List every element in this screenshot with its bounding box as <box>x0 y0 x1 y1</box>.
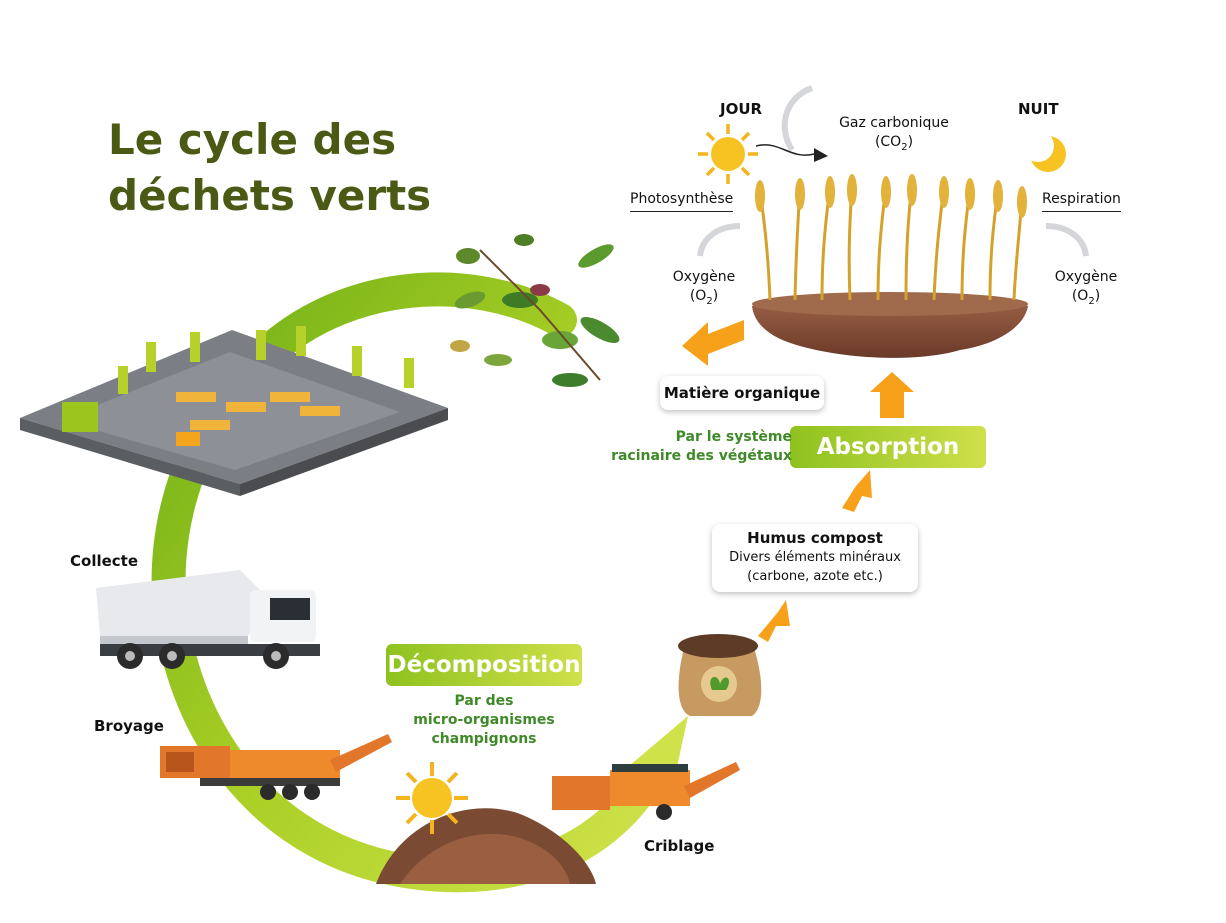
oxygen-left-label: Oxygène (O2) <box>664 268 744 311</box>
decomposition-note-line-2: micro-organismes <box>413 712 555 728</box>
shredder-machine-illustration <box>160 734 392 800</box>
humus-line-2: (carbone, azote etc.) <box>747 569 883 584</box>
humus-compost-box: Humus compost Divers éléments minéraux (… <box>712 524 918 592</box>
gas-exchange-arrows <box>697 85 1089 257</box>
arrow-absorption-to-soil <box>870 372 914 418</box>
oxygen-right-formula: (O2) <box>1071 288 1101 307</box>
decomposition-note: Par des micro-organismes champignons <box>394 692 574 749</box>
compost-sack-illustration <box>678 634 762 716</box>
page-title: Le cycle des déchets verts <box>108 112 431 224</box>
humus-line-1: Divers éléments minéraux <box>729 550 901 565</box>
photosynthesis-label: Photosynthèse <box>630 190 734 212</box>
decomposition-note-line-1: Par des <box>454 693 514 709</box>
green-waste-leaves <box>450 234 620 387</box>
oxygen-right-text: Oxygène <box>1054 269 1118 285</box>
absorption-note-line-1: Par le système <box>675 429 792 445</box>
co2-label: Gaz carbonique (CO2) <box>820 114 968 157</box>
arrow-humus-to-absorption <box>842 470 872 512</box>
broyage-label: Broyage <box>94 717 164 735</box>
humus-title: Humus compost <box>747 529 883 547</box>
absorption-pill: Absorption <box>790 426 986 468</box>
soil-island-illustration <box>752 292 1028 358</box>
co2-arrowhead <box>814 148 828 162</box>
flow-arrows <box>682 320 914 642</box>
co2-formula: (CO2) <box>874 134 914 153</box>
oxygen-right-label: Oxygène (O2) <box>1046 268 1126 311</box>
night-label: NUIT <box>1018 100 1059 118</box>
respiration-label: Respiration <box>1042 190 1121 212</box>
absorption-note: Par le système racinaire des végétaux <box>592 428 792 466</box>
moon-icon <box>1022 130 1066 172</box>
oxygen-left-formula: (O2) <box>689 288 719 307</box>
arrow-soil-to-matiere <box>682 320 744 366</box>
screening-machine-illustration <box>552 762 740 820</box>
co2-squiggle-arrow <box>755 144 815 156</box>
wheat-ears <box>755 174 1027 218</box>
decomposition-note-line-3: champignons <box>431 731 537 747</box>
decomposition-pill: Décomposition <box>386 644 582 686</box>
title-line-1: Le cycle des <box>108 115 397 164</box>
co2-text: Gaz carbonique <box>839 115 949 131</box>
recycling-centre-illustration <box>20 326 448 496</box>
sun-icon <box>698 124 758 184</box>
collecte-label: Collecte <box>70 552 139 570</box>
sun-icon-compost <box>396 762 468 834</box>
absorption-note-line-2: racinaire des végétaux <box>611 448 792 464</box>
criblage-label: Criblage <box>644 837 715 855</box>
dump-truck-illustration <box>96 570 320 669</box>
day-label: JOUR <box>720 100 763 118</box>
matiere-organique-box: Matière organique <box>660 376 824 410</box>
oxygen-left-text: Oxygène <box>672 269 736 285</box>
title-line-2: déchets verts <box>108 171 432 220</box>
arrow-compost-to-humus <box>758 600 790 642</box>
